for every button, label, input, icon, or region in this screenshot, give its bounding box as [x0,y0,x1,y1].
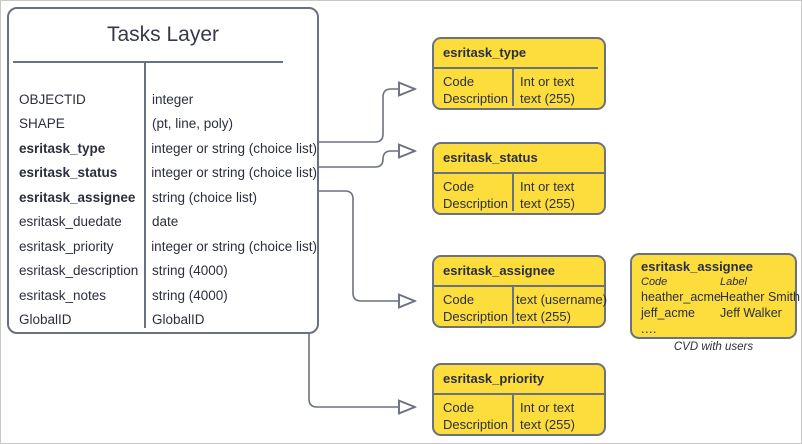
title-divider [13,61,283,63]
domain-description-label: Description [443,196,509,211]
table-row: esritask_notes string (4000) [9,283,317,308]
domain-header: esritask_status [443,150,538,165]
cvd-code-header: Code [641,276,668,288]
column-divider [144,63,146,328]
field-name: esritask_type [19,140,106,156]
field-type: string (4000) [152,287,228,303]
connector-esritask-type [319,89,415,143]
table-row: esritask_assignee string (choice list) [9,185,317,210]
table-row: OBJECTID integer [9,87,317,112]
domain-body: Code Description Int or text text (255) [434,399,604,433]
domain-description-type: text (255) [520,196,575,211]
connector-esritask-priority [308,214,415,407]
domain-description-label: Description [443,91,509,106]
domain-column-divider [512,69,514,106]
table-row: esritask_priority integer or string (cho… [9,234,317,259]
field-name: esritask_priority [19,238,114,254]
domain-box-esritask-priority: esritask_priority Code Description Int o… [432,363,606,436]
domain-right-column: Int or text text (255) [512,399,604,433]
domain-body: Code Description text (username) text (2… [434,291,607,325]
field-type: string (4000) [152,263,228,279]
domain-header: esritask_assignee [443,263,556,278]
field-type: integer or string (choice list) [151,165,317,181]
domain-description-label: Description [443,417,509,432]
cvd-code-value: jeff_acme [641,306,695,320]
field-name: esritask_duedate [19,214,122,230]
list-item: heather_acme Heather Smith [641,289,800,305]
tasks-layer-entity: Tasks Layer OBJECTID integer SHAPE (pt, … [7,7,319,334]
cvd-label-value: Jeff Walker [720,306,782,320]
domain-code-label: Code [443,400,475,415]
cvd-sample-box: esritask_assignee Code Label heather_acm… [630,253,800,339]
cvd-ellipsis: .... [641,322,657,336]
domain-box-esritask-assignee: esritask_assignee Code Description text … [432,255,607,328]
domain-column-divider [512,287,514,324]
domain-code-label: Code [443,74,475,89]
domain-left-column: Code Description [434,73,512,107]
field-type: string (choice list) [152,189,258,205]
domain-left-column: Code Description [434,291,508,325]
field-type: (pt, line, poly) [152,116,234,132]
domain-code-type: text (username) [516,292,608,307]
domain-code-type: Int or text [520,179,575,194]
field-type: integer or string (choice list) [151,140,317,156]
domain-right-column: Int or text text (255) [512,73,604,107]
domain-body: Code Description Int or text text (255) [434,178,604,212]
domain-code-type: Int or text [520,400,575,415]
domain-column-divider [512,174,514,211]
page-title: Tasks Layer [106,23,220,46]
field-name: esritask_notes [19,287,107,303]
field-name: OBJECTID [19,91,86,107]
field-name: esritask_status [19,165,118,181]
domain-code-label: Code [443,179,475,194]
table-row: esritask_description string (4000) [9,259,317,284]
domain-code-label: Code [443,292,475,307]
field-name: esritask_assignee [19,189,136,205]
domain-description-type: text (255) [520,91,575,106]
domain-header-divider [432,393,606,395]
field-type: date [152,214,179,230]
domain-box-esritask-status: esritask_status Code Description Int or … [432,142,606,215]
cvd-column-headers: Code Label [641,275,791,289]
domain-header-divider [432,285,606,287]
table-row: esritask_type integer or string (choice … [9,136,317,161]
domain-code-type: Int or text [520,74,575,89]
cvd-caption: CVD with users [673,341,754,353]
domain-box-esritask-type: esritask_type Code Description Int or te… [432,37,606,110]
field-type: integer or string (choice list) [151,238,317,254]
domain-header: esritask_priority [443,371,545,386]
field-name: GlobalID [19,312,72,328]
table-row: esritask_duedate date [9,210,317,235]
cvd-code-value: heather_acme [641,290,721,304]
connector-esritask-status [319,151,415,168]
domain-description-label: Description [443,309,509,324]
list-item: jeff_acme Jeff Walker [641,305,791,321]
domain-description-type: text (255) [520,417,575,432]
domain-header-divider [434,67,598,69]
connector-esritask-assignee [319,190,415,301]
domain-left-column: Code Description [434,178,512,212]
domain-body: Code Description Int or text text (255) [434,73,604,107]
cvd-label-header: Label [720,276,747,288]
table-row: SHAPE (pt, line, poly) [9,112,317,137]
domain-description-type: text (255) [516,309,571,324]
domain-column-divider [512,395,514,432]
domain-header-divider [432,172,606,174]
cvd-label-value: Heather Smith [720,290,800,304]
domain-right-column: text (username) text (255) [508,291,607,325]
domain-header: esritask_type [443,45,527,60]
cvd-header: esritask_assignee [641,259,754,274]
field-type: GlobalID [152,312,205,328]
field-name: esritask_description [19,263,139,279]
domain-left-column: Code Description [434,399,512,433]
table-row: esritask_status integer or string (choic… [9,161,317,186]
field-name: SHAPE [19,116,65,132]
cvd-grid: Code Label heather_acme Heather Smith je… [641,275,800,337]
field-type: integer [152,91,194,107]
field-list: OBJECTID integer SHAPE (pt, line, poly) … [9,87,317,332]
domain-right-column: Int or text text (255) [512,178,604,212]
table-row: GlobalID GlobalID [9,308,317,333]
